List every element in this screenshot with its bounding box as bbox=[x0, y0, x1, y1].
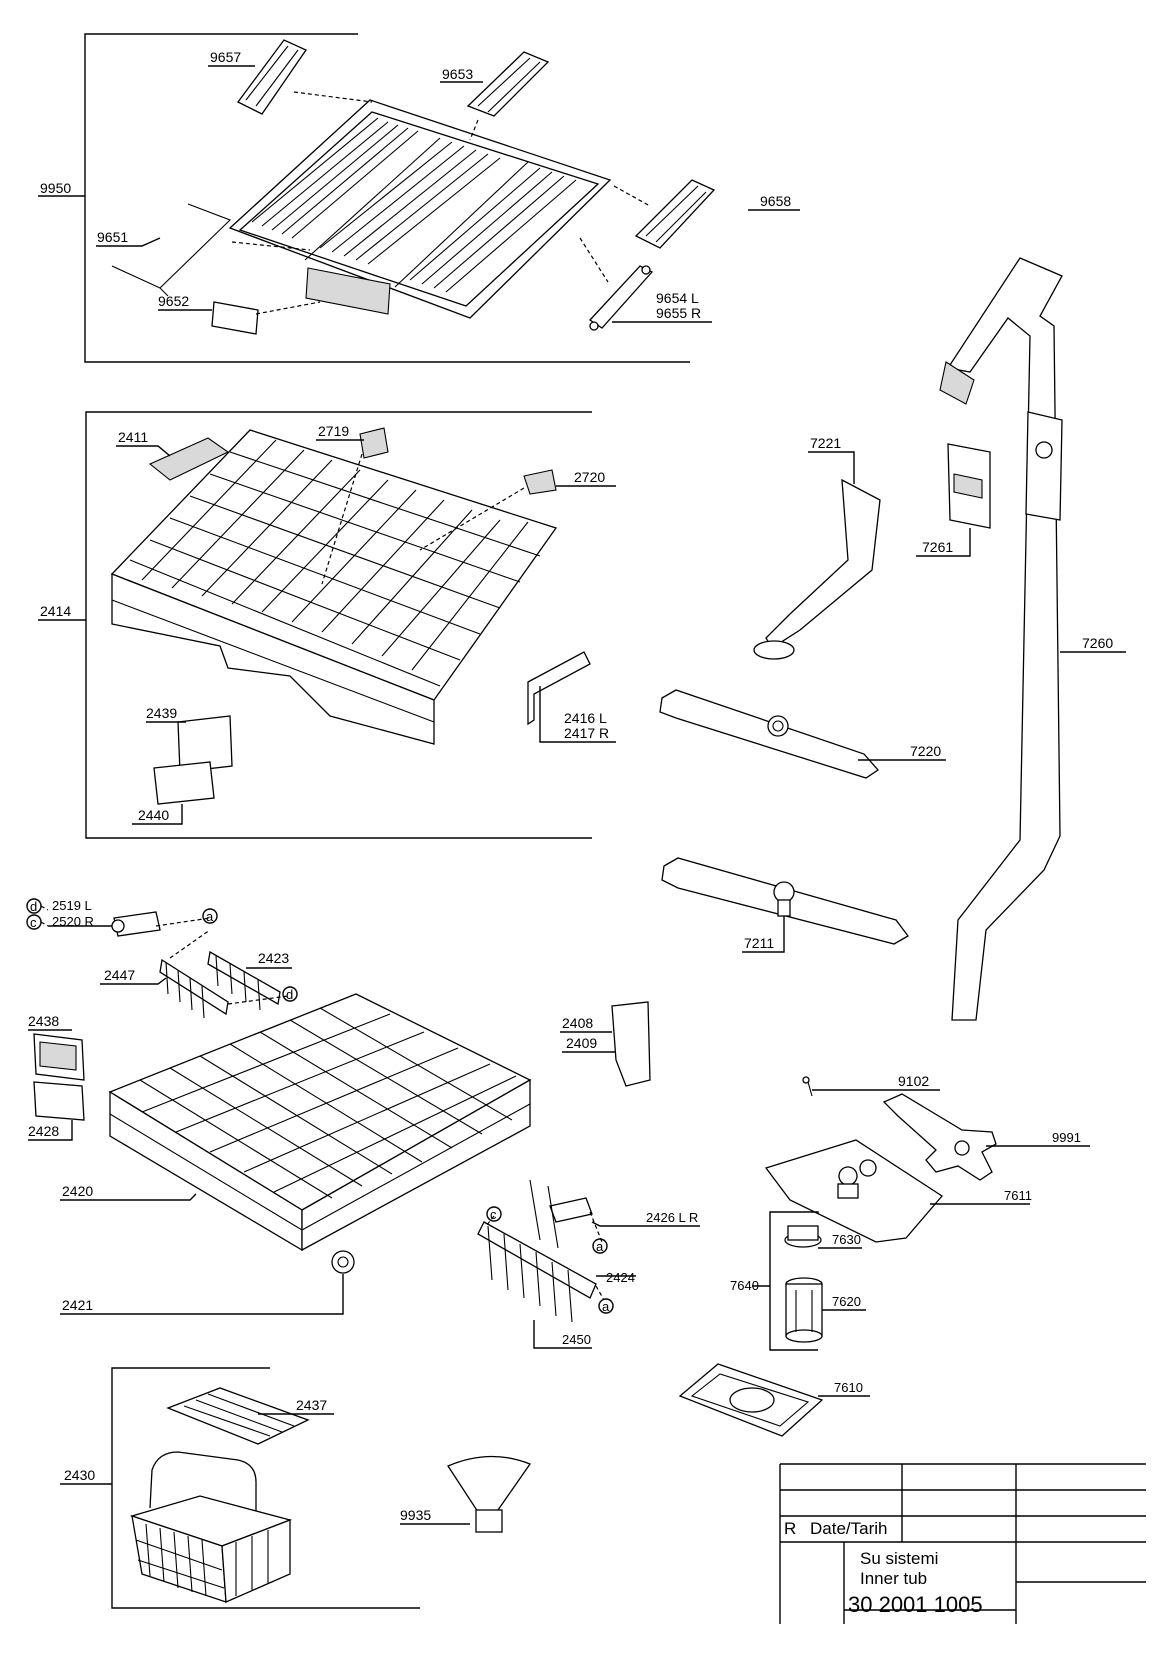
callouts: d c a d c a a bbox=[26, 898, 614, 1314]
part-label-9950: 9950 bbox=[40, 180, 71, 196]
part-label-2719: 2719 bbox=[318, 423, 349, 439]
part-label-9935: 9935 bbox=[400, 1507, 431, 1523]
part-label-2447: 2447 bbox=[104, 967, 135, 983]
title-block-revision: R bbox=[784, 1519, 796, 1538]
callout-c-2: c bbox=[490, 1207, 497, 1222]
part-label-9991: 9991 bbox=[1052, 1130, 1081, 1145]
upper-basket-illustration bbox=[110, 427, 591, 805]
leaders-9950 bbox=[96, 65, 800, 323]
leaders-2414 bbox=[116, 439, 616, 825]
part-label-2439: 2439 bbox=[146, 705, 177, 721]
callout-a-3: a bbox=[602, 1299, 610, 1314]
leaders-2430 bbox=[258, 1413, 470, 1525]
part-label-9654: 9654 L bbox=[656, 290, 699, 306]
part-label-2450: 2450 bbox=[562, 1332, 591, 1347]
top-tray-illustration bbox=[111, 39, 716, 335]
callout-d-1: d bbox=[30, 899, 37, 914]
part-label-7640: 7640 bbox=[730, 1278, 759, 1293]
lower-basket-illustration bbox=[33, 911, 651, 1323]
part-label-7261: 7261 bbox=[922, 539, 953, 555]
part-label-2426: 2426 L R bbox=[646, 1210, 698, 1225]
title-block-title-tr: Su sistemi bbox=[860, 1549, 938, 1568]
callout-a-1: a bbox=[206, 909, 214, 924]
part-label-2438: 2438 bbox=[28, 1013, 59, 1029]
part-label-7611: 7611 bbox=[1004, 1188, 1032, 1203]
part-label-2408: 2408 bbox=[562, 1015, 593, 1031]
callout-d-2: d bbox=[286, 987, 293, 1002]
part-label-2421: 2421 bbox=[62, 1297, 93, 1313]
part-label-9658: 9658 bbox=[760, 193, 791, 209]
part-label-7220: 7220 bbox=[910, 743, 941, 759]
part-label-9652: 9652 bbox=[158, 293, 189, 309]
title-block-drawing-number: 30 2001 1005 bbox=[848, 1592, 983, 1617]
part-label-2423: 2423 bbox=[258, 950, 289, 966]
group-2414-frame bbox=[38, 411, 592, 839]
filter-group-illustration bbox=[447, 1076, 997, 1533]
title-block-title-en: Inner tub bbox=[860, 1569, 927, 1588]
group-9950-frame bbox=[38, 33, 690, 363]
title-block-date: Date/Tarih bbox=[810, 1519, 887, 1538]
leaders-lower-basket bbox=[28, 905, 700, 1349]
spray-system-illustration bbox=[659, 257, 1063, 1021]
part-label-7260: 7260 bbox=[1082, 635, 1113, 651]
part-label-2411: 2411 bbox=[118, 429, 148, 445]
part-label-2416: 2416 L bbox=[564, 710, 607, 726]
part-label-7630: 7630 bbox=[832, 1232, 861, 1247]
part-label-7610: 7610 bbox=[834, 1380, 863, 1395]
part-label-2409: 2409 bbox=[566, 1035, 597, 1051]
part-label-7620: 7620 bbox=[832, 1294, 861, 1309]
part-label-2428: 2428 bbox=[28, 1123, 59, 1139]
part-label-2720: 2720 bbox=[574, 469, 605, 485]
part-label-9655: 9655 R bbox=[656, 305, 701, 321]
part-label-2420: 2420 bbox=[62, 1183, 93, 1199]
leaders-spray bbox=[742, 451, 1126, 953]
callout-a-2: a bbox=[596, 1239, 604, 1254]
part-label-9657: 9657 bbox=[210, 49, 241, 65]
part-label-7221: 7221 bbox=[810, 435, 841, 451]
part-label-7211: 7211 bbox=[744, 935, 774, 951]
part-label-2440: 2440 bbox=[138, 807, 169, 823]
part-label-2414: 2414 bbox=[40, 603, 71, 619]
part-label-2424: 2424 bbox=[606, 1270, 635, 1285]
part-label-2520: 2520 R bbox=[52, 914, 94, 929]
leaders-filter bbox=[752, 1089, 1090, 1397]
cutlery-basket-illustration bbox=[129, 1387, 310, 1603]
part-label-2519: 2519 L bbox=[52, 898, 92, 913]
callout-c-1: c bbox=[30, 915, 37, 930]
part-label-2437: 2437 bbox=[296, 1397, 327, 1413]
part-label-2430: 2430 bbox=[64, 1467, 95, 1483]
group-2430-frame bbox=[60, 1367, 420, 1609]
part-label-2417: 2417 R bbox=[564, 725, 609, 741]
title-block bbox=[779, 1463, 1146, 1624]
part-label-9102: 9102 bbox=[898, 1073, 929, 1089]
part-label-9653: 9653 bbox=[442, 66, 473, 82]
part-label-9651: 9651 bbox=[97, 229, 128, 245]
